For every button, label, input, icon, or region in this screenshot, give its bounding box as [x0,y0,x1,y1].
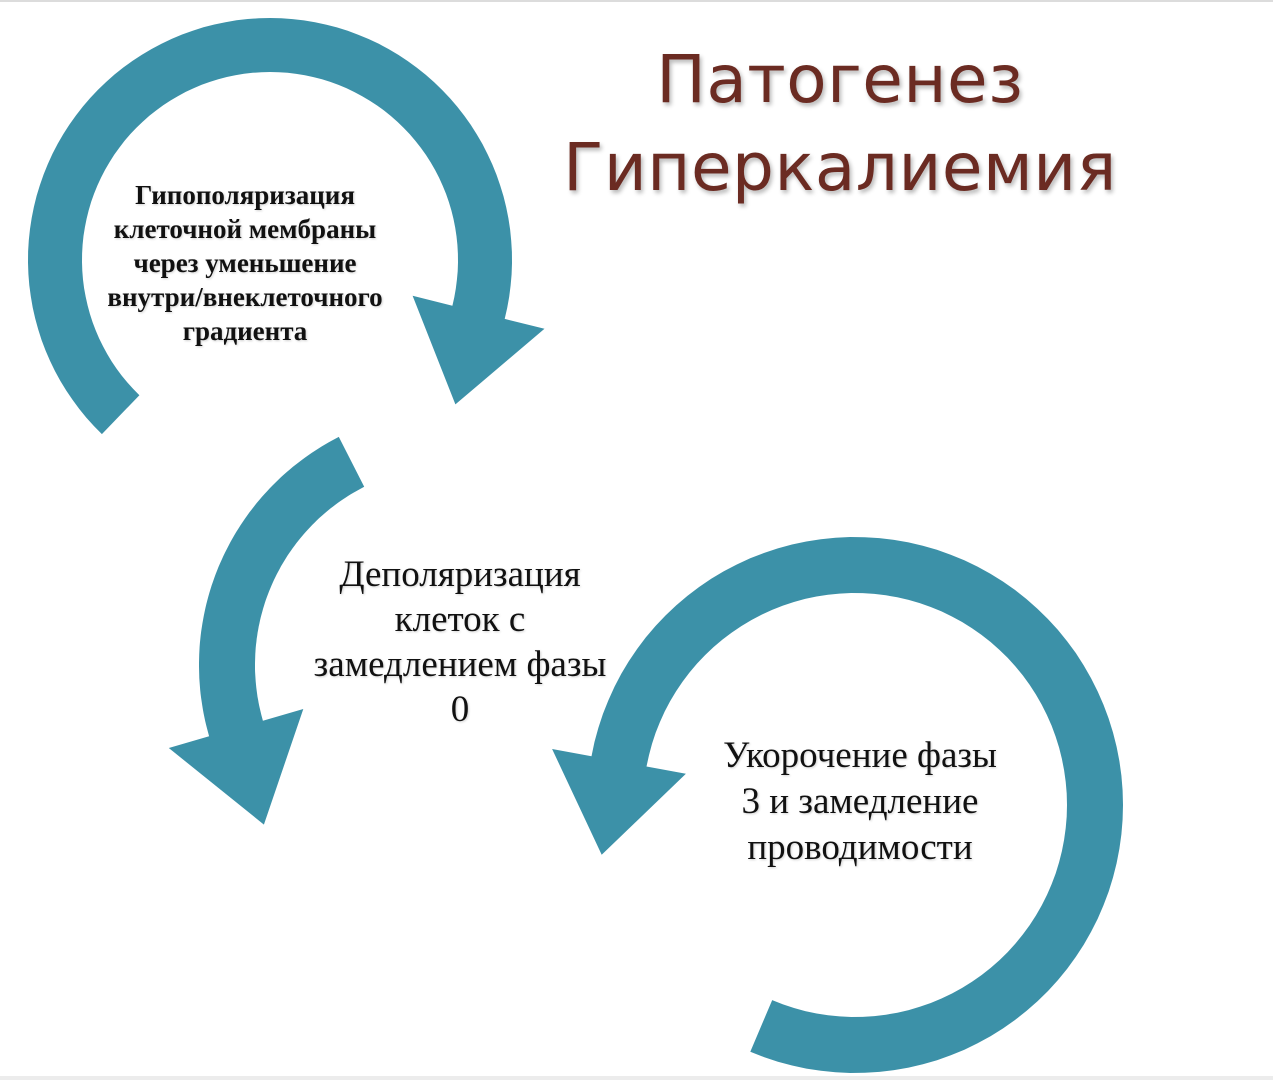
step-2-line: замедлением фазы [313,644,607,685]
step-3-line: проводимости [747,827,973,868]
step-3-line: 3 и замедление [741,781,979,822]
step-3-text: Укорочение фазы 3 и замедление проводимо… [680,733,1040,871]
top-border [0,0,1273,2]
title-line-2: Гиперкалиемия [563,129,1117,206]
step-2-line: клеток с [394,599,526,640]
step-3-line: Укорочение фазы [723,735,997,776]
bottom-border [0,1076,1273,1080]
step-1-line: клеточной мембраны [113,214,377,244]
page-title: Патогенез Гиперкалиемия [540,36,1140,212]
arrow-1 [28,18,545,435]
step-1-line: через уменьшение [133,248,357,278]
step-1-line: Гипополяризация [135,180,355,210]
step-1-text: Гипополяризация клеточной мембраны через… [60,178,430,348]
step-2-line: 0 [450,689,470,730]
title-line-1: Патогенез [656,41,1024,118]
step-2-text: Деполяризация клеток с замедлением фазы … [270,552,650,732]
step-1-line: внутри/внеклеточного [107,282,383,312]
step-1-line: градиента [182,316,308,346]
step-2-line: Деполяризация [339,554,581,595]
arrow-2 [168,436,365,825]
